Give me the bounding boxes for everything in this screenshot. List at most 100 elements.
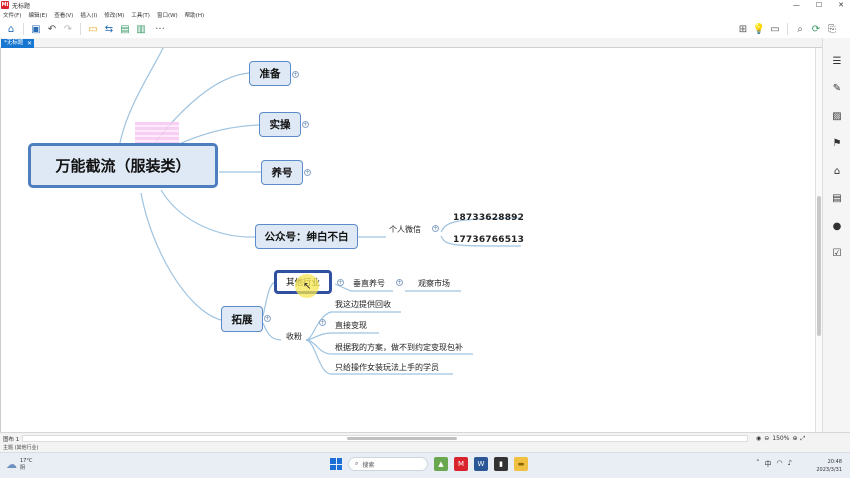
topic-personal-wechat[interactable]: 个人微信 <box>389 225 421 234</box>
vertical-scrollbar[interactable] <box>815 48 822 432</box>
summary-icon[interactable]: ▥ <box>136 23 146 35</box>
outline-icon[interactable]: ☰ <box>832 56 842 67</box>
fit-screen-icon[interactable]: ⤢ <box>800 434 806 442</box>
mindmap-connectors <box>118 48 522 375</box>
task-icon[interactable]: ☑ <box>832 248 842 259</box>
temperature: 17°C <box>20 458 33 464</box>
terminal-app-icon[interactable]: ▮ <box>494 457 508 471</box>
menu-help[interactable]: 帮助(H) <box>184 13 205 19</box>
expand-prepare-icon[interactable]: + <box>292 71 299 78</box>
weather-widget[interactable]: ☁ 17°C 阴 <box>6 458 32 471</box>
close-button[interactable]: ✕ <box>838 1 844 9</box>
menu-tools[interactable]: 工具(T) <box>131 13 150 19</box>
landscape-app-icon[interactable]: ▲ <box>434 457 448 471</box>
input-language[interactable]: 中 <box>764 460 772 468</box>
undo-icon[interactable]: ↶ <box>47 23 57 35</box>
expand-collect-icon[interactable]: + <box>319 319 326 326</box>
clock-time: 20:48 <box>827 459 842 465</box>
toolbar-divider <box>80 23 81 35</box>
sheet-bar: 图布 1 ◉ ⊖ 150% ⊕ ⤢ <box>0 432 850 444</box>
topic-expand[interactable]: 拓展 <box>221 306 263 332</box>
expand-practice-icon[interactable]: + <box>302 121 309 128</box>
view-icon[interactable]: ◉ <box>756 435 762 442</box>
search-placeholder: 搜索 <box>362 461 375 469</box>
boundary-icon[interactable]: ▤ <box>120 23 130 35</box>
word-app-icon[interactable]: W <box>474 457 488 471</box>
zoom-level[interactable]: 150% <box>772 435 790 442</box>
idea-bulb-icon[interactable]: 💡 <box>752 23 766 35</box>
app-logo-icon: Mi <box>1 1 9 9</box>
window-title: 无标题 <box>12 2 31 10</box>
outline-view-icon[interactable]: ▭ <box>770 23 780 35</box>
topic-collect-fans[interactable]: 收粉 <box>286 332 302 341</box>
flag-icon[interactable]: ⚑ <box>832 138 842 149</box>
wifi-icon[interactable]: ◠ <box>776 459 783 467</box>
start-button[interactable] <box>330 458 342 470</box>
phone-number-1[interactable]: 18733628892 <box>453 213 525 223</box>
more-button[interactable]: ··· <box>155 23 165 35</box>
taskbar-search[interactable]: ⌕ 搜索 <box>348 457 428 471</box>
redo-icon[interactable]: ↷ <box>63 23 73 35</box>
save-icon[interactable]: ▣ <box>31 23 41 35</box>
toolbar-divider <box>787 23 788 35</box>
mindmap-canvas[interactable]: 万能截流（服装类） 准备 + 实操 + 养号 + 公众号：绅白不白 个人微信 +… <box>0 48 822 432</box>
menu-bar: 文件(F) 编辑(E) 查看(V) 插入(I) 修改(M) 工具(T) 窗口(W… <box>0 10 850 20</box>
menu-file[interactable]: 文件(F) <box>3 13 22 19</box>
volume-icon[interactable]: ♪ <box>787 459 793 467</box>
toolbar-divider <box>23 23 24 35</box>
format-brush-icon[interactable]: ✎ <box>832 83 842 94</box>
expand-expand-icon[interactable]: + <box>264 315 271 322</box>
chevron-up-icon[interactable]: ˄ <box>756 459 760 467</box>
vertical-scroll-thumb[interactable] <box>817 196 821 336</box>
collect-item-students[interactable]: 只给操作女装玩法上手的学员 <box>335 363 439 372</box>
expand-vertical-icon[interactable]: + <box>396 279 403 286</box>
document-tab-label: *无标题 <box>4 40 24 46</box>
topic-vertical-nurture[interactable]: 垂直养号 <box>353 279 385 288</box>
topic-observe-market[interactable]: 观察市场 <box>418 279 450 288</box>
clock-date: 2023/3/31 <box>816 467 842 473</box>
home-icon[interactable]: ⌂ <box>7 23 15 35</box>
menu-window[interactable]: 窗口(W) <box>156 13 178 19</box>
cloud-icon: ☁ <box>6 458 17 471</box>
sheet-tab[interactable]: 图布 1 <box>3 436 20 443</box>
menu-insert[interactable]: 插入(I) <box>80 13 98 19</box>
style-icon[interactable]: ▤ <box>832 193 842 204</box>
menu-modify[interactable]: 修改(M) <box>104 13 125 19</box>
maximize-button[interactable]: ☐ <box>815 1 823 9</box>
horizontal-scroll-thumb[interactable] <box>347 437 457 440</box>
search-icon[interactable]: ⌕ <box>797 23 803 35</box>
folder-app-icon[interactable]: ▬ <box>514 457 528 471</box>
tab-close-icon[interactable]: ✕ <box>26 40 32 47</box>
expand-wechat-icon[interactable]: + <box>432 225 439 232</box>
share-icon[interactable]: ⟳ <box>811 23 821 35</box>
system-clock[interactable]: 20:48 2023/3/31 <box>816 458 842 474</box>
cursor-highlight <box>295 274 319 298</box>
zoom-out-button[interactable]: ⊖ <box>764 435 770 442</box>
title-bar: Mi 无标题 — ☐ ✕ <box>0 0 850 10</box>
relationship-icon[interactable]: ⇆ <box>104 23 114 35</box>
collect-item-direct-cash[interactable]: 直接变现 <box>335 321 367 330</box>
image-icon[interactable]: ▨ <box>832 111 842 122</box>
expand-other-industry-icon[interactable]: + <box>337 279 344 286</box>
expand-nurture-icon[interactable]: + <box>304 169 311 176</box>
topic-prepare[interactable]: 准备 <box>249 61 291 86</box>
topic-official-account[interactable]: 公众号：绅白不白 <box>255 224 358 249</box>
mindmap-app-icon[interactable]: M <box>454 457 468 471</box>
tag-icon[interactable]: ⌂ <box>833 166 841 177</box>
minimize-button[interactable]: — <box>792 1 800 9</box>
presentation-icon[interactable]: ⊞ <box>738 23 748 35</box>
central-topic[interactable]: 万能截流（服装类） <box>28 143 218 188</box>
menu-edit[interactable]: 编辑(E) <box>28 13 48 19</box>
zoom-in-button[interactable]: ⊕ <box>792 435 798 442</box>
document-tab[interactable]: *无标题 ✕ <box>1 39 34 48</box>
menu-view[interactable]: 查看(V) <box>54 13 74 19</box>
topic-nurture[interactable]: 养号 <box>261 160 303 185</box>
export-icon[interactable]: ⎘ <box>828 23 836 35</box>
collect-item-recycle[interactable]: 我这边提供回收 <box>335 300 391 309</box>
horizontal-scrollbar[interactable] <box>22 435 748 442</box>
topic-style-icon[interactable]: ▭ <box>88 23 98 35</box>
collect-item-compensation[interactable]: 根据我的方案，做不到约定变现包补 <box>335 343 463 352</box>
comment-icon[interactable]: ● <box>832 221 842 232</box>
topic-practice[interactable]: 实操 <box>259 112 301 137</box>
phone-number-2[interactable]: 17736766513 <box>453 235 525 245</box>
